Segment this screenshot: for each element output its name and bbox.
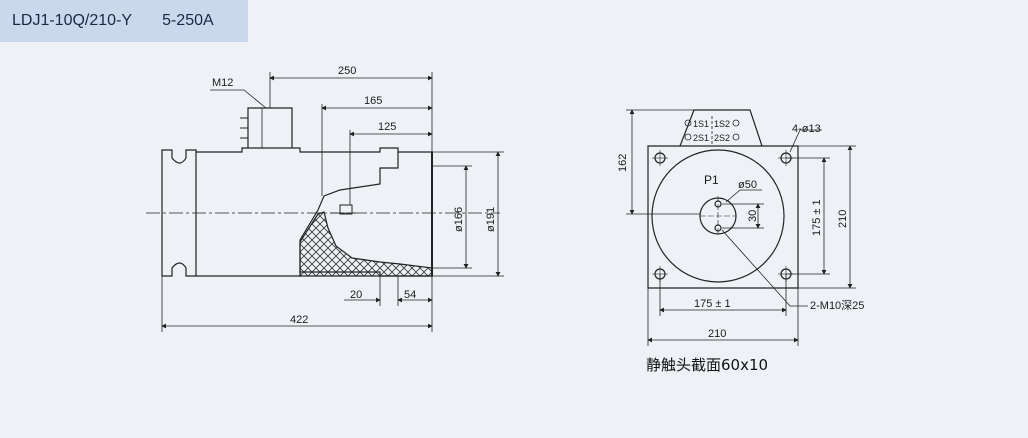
model-name: LDJ1-10Q/210-Y [12, 12, 133, 29]
hatched-section [299, 211, 433, 277]
dim-125: 125 [378, 121, 396, 133]
dim-175-vertical: 175 ± 1 [811, 199, 823, 236]
thread-label-m10: 2-M10深25 [810, 299, 864, 312]
front-labels: 1S1 1S2 2S1 2S2 4-ø13 162 P1 ø50 30 175 … [617, 119, 864, 340]
dim-210-vertical: 210 [837, 210, 849, 228]
title-bar: LDJ1-10Q/210-Y 5-250A [0, 0, 248, 42]
side-labels: M12 250 165 125 ø166 ø191 20 54 422 [212, 65, 497, 326]
hole-label: 4-ø13 [792, 123, 821, 135]
dim-422: 422 [290, 314, 308, 326]
terminal-box [247, 107, 293, 148]
terminal-2s2: 2S2 [714, 133, 730, 143]
thread-label-m12: M12 [212, 77, 233, 89]
dim-210-horizontal: 210 [708, 328, 726, 340]
body-circle [651, 149, 785, 283]
dim-191: ø191 [485, 207, 497, 232]
current-range: 5-250A [162, 12, 214, 29]
terminal-1s1: 1S1 [693, 119, 709, 129]
dim-30: 30 [747, 210, 759, 222]
p1-label: P1 [704, 173, 719, 187]
dim-166: ø166 [453, 207, 465, 232]
square-flange [647, 145, 799, 289]
side-view [146, 107, 500, 277]
dim-175-horizontal: 175 ± 1 [694, 298, 731, 310]
dim-50: ø50 [738, 179, 757, 191]
dim-54: 54 [404, 289, 416, 301]
dim-162: 162 [617, 154, 629, 172]
dim-250: 250 [338, 65, 356, 77]
inner-cavity [299, 152, 399, 272]
terminal-2s1: 2S1 [693, 133, 709, 143]
front-dimensions [626, 109, 856, 346]
side-dimensions [161, 72, 504, 332]
front-terminal-box [679, 109, 763, 147]
dim-20: 20 [350, 289, 362, 301]
terminal-1s2: 1S2 [714, 119, 730, 129]
dim-165: 165 [364, 95, 382, 107]
contact-caption: 静触头截面60x10 [646, 356, 769, 374]
